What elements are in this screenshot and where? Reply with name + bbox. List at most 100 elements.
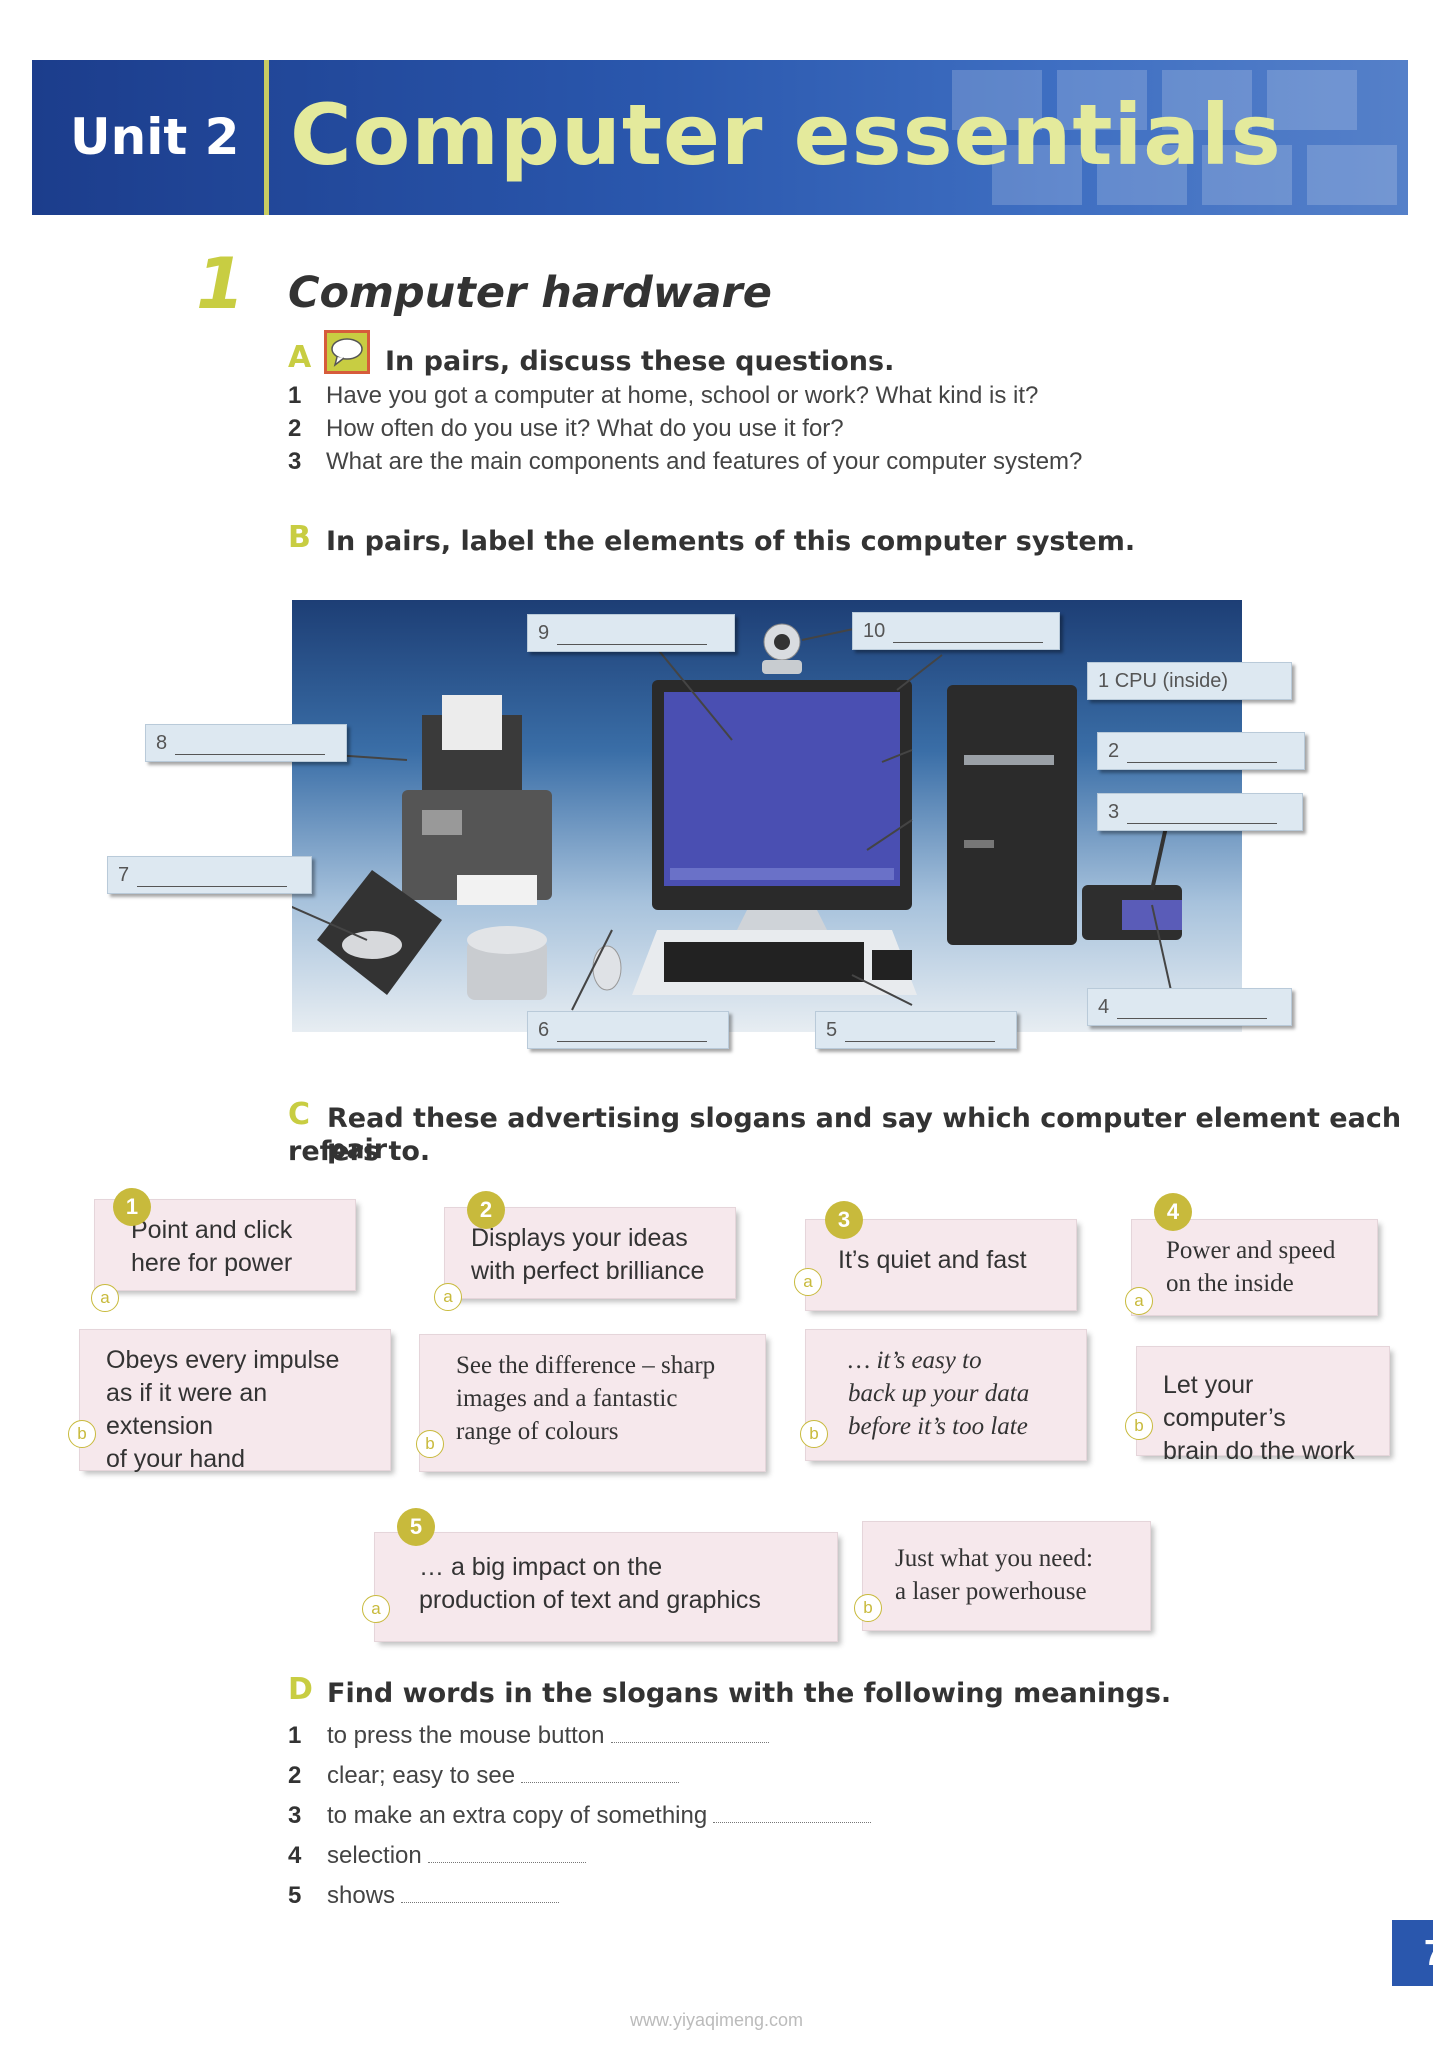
unit-title: Computer essentials [290, 86, 1282, 184]
option-badge: b [800, 1420, 828, 1448]
label-number: 3 [1108, 801, 1120, 823]
pair-number-badge: 1 [113, 1188, 151, 1226]
slogan-5a: … a big impact on the production of text… [375, 1533, 837, 1641]
computer-system-photo [292, 600, 1242, 1032]
unit-banner: Unit 2 Computer essentials [32, 60, 1408, 215]
speech-bubble-icon [324, 330, 370, 374]
meaning-text: shows [327, 1882, 396, 1909]
unit-label: Unit 2 [70, 108, 240, 166]
answer-blank[interactable] [427, 1861, 586, 1863]
meaning-text: selection [327, 1842, 422, 1869]
question-number: 2 [288, 415, 302, 442]
label-box-8[interactable]: 8 [145, 724, 347, 762]
banner-divider [264, 60, 269, 215]
task-d-letter: D [288, 1672, 313, 1707]
computer-system-illustration [292, 623, 1182, 1011]
meaning-item: to make an extra copy of something [327, 1802, 872, 1830]
option-badge: a [362, 1595, 390, 1623]
option-badge: b [854, 1594, 882, 1622]
slogan-line: … a big impact on the [419, 1553, 663, 1581]
slogan-line: images and a fantastic [456, 1385, 678, 1412]
task-a-letter: A [288, 340, 312, 375]
meaning-item: selection [327, 1842, 586, 1870]
slogan-line: Displays your ideas [471, 1224, 688, 1252]
pair-number-badge: 4 [1154, 1193, 1192, 1231]
item-number: 1 [288, 1722, 302, 1749]
question-number: 3 [288, 448, 302, 475]
answer-blank[interactable] [521, 1781, 680, 1783]
task-b-instruction: In pairs, label the elements of this com… [326, 526, 1136, 557]
meaning-text: clear; easy to see [327, 1762, 516, 1789]
question-text: Have you got a computer at home, school … [326, 382, 1039, 409]
label-number: 4 [1098, 996, 1110, 1018]
slogan-line: production of text and graphics [419, 1586, 761, 1614]
task-c-letter: C [288, 1097, 311, 1132]
option-badge: b [416, 1430, 444, 1458]
task-b-letter: B [288, 520, 311, 555]
slogan-line: of your hand [106, 1445, 245, 1473]
task-d-instruction: Find words in the slogans with the follo… [327, 1678, 1172, 1709]
answer-blank[interactable] [610, 1741, 769, 1743]
meaning-text: to press the mouse button [327, 1722, 605, 1749]
label-box-1[interactable]: 1 CPU (inside) [1087, 662, 1292, 700]
pair-number-badge: 3 [825, 1201, 863, 1239]
slogan-line: on the inside [1166, 1270, 1294, 1297]
slogan-line: It’s quiet and fast [838, 1246, 1027, 1274]
slogan-line: See the difference – sharp [456, 1352, 716, 1379]
label-number: 10 [863, 620, 886, 642]
slogan-line: with perfect brilliance [471, 1257, 705, 1285]
label-number: 6 [538, 1019, 550, 1041]
footer-watermark: www.yiyaqimeng.com [629, 2010, 804, 2030]
slogan-line: Let your computer’s [1163, 1371, 1286, 1432]
task-a-instruction: In pairs, discuss these questions. [385, 346, 895, 377]
label-box-3[interactable]: 3 [1097, 793, 1303, 831]
question-number: 1 [288, 382, 302, 409]
answer-blank[interactable] [713, 1821, 872, 1823]
slogan-line: before it’s too late [848, 1413, 1028, 1440]
item-number: 5 [288, 1882, 302, 1909]
label-box-10[interactable]: 10 [852, 612, 1060, 650]
slogan-line: Point and click [131, 1216, 293, 1244]
item-number: 3 [288, 1802, 302, 1829]
label-box-7[interactable]: 7 [107, 856, 312, 894]
meaning-text: to make an extra copy of something [327, 1802, 708, 1829]
label-box-2[interactable]: 2 [1097, 732, 1305, 770]
meaning-item: shows [327, 1882, 560, 1910]
section-title: Computer hardware [288, 268, 772, 318]
slogan-line: Just what you need: [895, 1545, 1093, 1572]
slogan-4b: Let your computer’s brain do the work [1137, 1347, 1389, 1465]
label-box-4[interactable]: 4 [1087, 988, 1292, 1026]
label-number: 7 [118, 864, 130, 886]
pair-number-badge: 2 [467, 1191, 505, 1229]
meaning-item: clear; easy to see [327, 1762, 680, 1790]
slogan-line: a laser powerhouse [895, 1578, 1087, 1605]
slogan-line: Power and speed [1166, 1237, 1336, 1264]
option-badge: a [434, 1283, 462, 1311]
label-number: 8 [156, 732, 168, 754]
slogan-4a: Power and speed on the inside [1132, 1220, 1377, 1315]
slogan-line: range of colours [456, 1418, 619, 1445]
slogan-line: brain do the work [1163, 1437, 1355, 1465]
label-number: 9 [538, 622, 550, 644]
task-c-instruction-cont: refers to. [288, 1136, 431, 1167]
slogan-1b: Obeys every impulse as if it were an ext… [80, 1330, 390, 1473]
label-box-5[interactable]: 5 [815, 1011, 1017, 1049]
label-number: 5 [826, 1019, 838, 1041]
page-number: 7 [1392, 1920, 1433, 1986]
slogan-line: back up your data [848, 1380, 1030, 1407]
option-badge: b [1125, 1412, 1153, 1440]
slogan-line: here for power [131, 1249, 293, 1277]
item-number: 2 [288, 1762, 302, 1789]
label-box-6[interactable]: 6 [527, 1011, 729, 1049]
slogan-line: Obeys every impulse [106, 1346, 340, 1374]
slogan-line: as if it were an extension [106, 1379, 268, 1440]
label-box-9[interactable]: 9 [527, 614, 735, 652]
answer-blank[interactable] [401, 1901, 560, 1903]
option-badge: a [794, 1268, 822, 1296]
label-text: CPU (inside) [1114, 670, 1229, 692]
meaning-item: to press the mouse button [327, 1722, 769, 1750]
task-c-instruction: Read these advertising slogans and say w… [327, 1103, 1402, 1165]
slogan-5b: Just what you need: a laser powerhouse [863, 1522, 1150, 1630]
option-badge: b [68, 1420, 96, 1448]
pair-number-badge: 5 [397, 1508, 435, 1546]
